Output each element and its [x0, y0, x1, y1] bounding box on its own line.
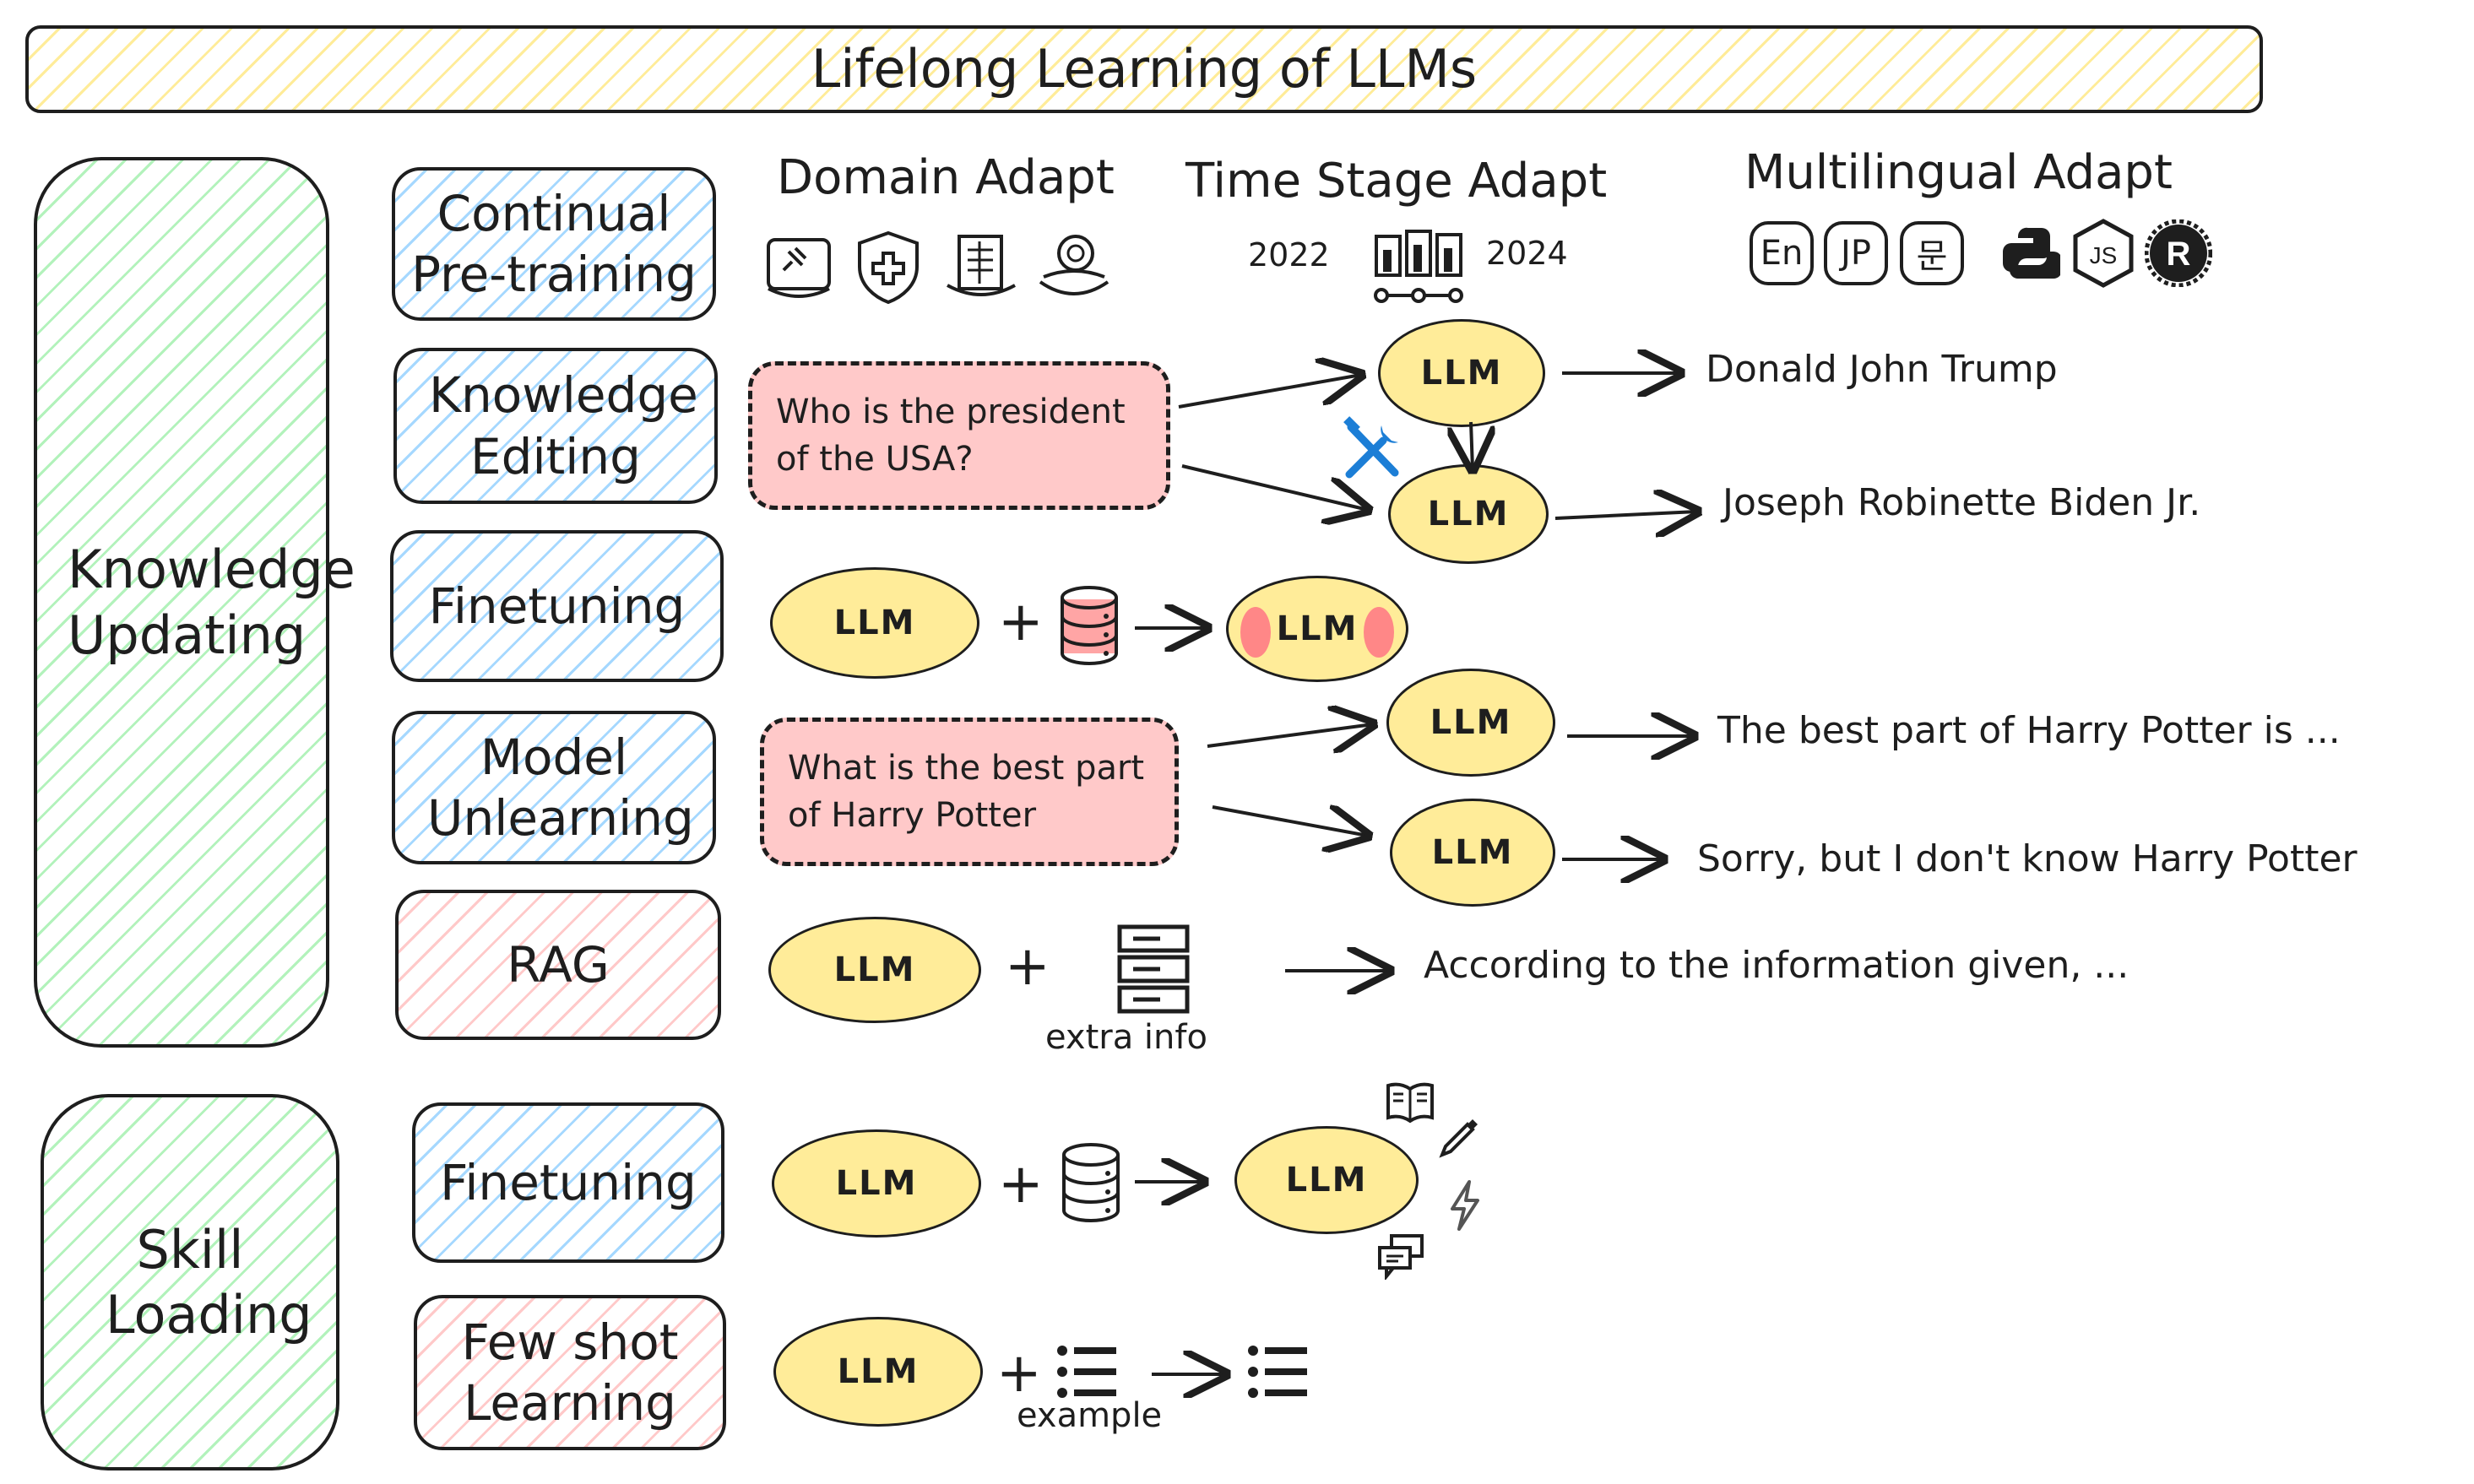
llm-editing-after: LLM: [1388, 464, 1549, 564]
database-icon: [1062, 1143, 1120, 1222]
chat-icon: [1378, 1234, 1424, 1280]
method-model-unlearning: Model Unlearning: [392, 711, 716, 864]
svg-text:JS: JS: [2090, 242, 2118, 268]
time-start-label: 2022: [1248, 236, 1330, 274]
llm-skill-base: LLM: [772, 1129, 981, 1238]
arrow-question-to-llm-old: [1178, 375, 1361, 409]
coin-stack-icon: [1039, 235, 1110, 295]
method-finetuning-knowledge: Finetuning: [390, 530, 724, 682]
header-time-stage-adapt: Time Stage Adapt: [1185, 154, 1608, 209]
category-skill-loading: Skill Loading: [41, 1094, 339, 1470]
paintbrush-icon: [1439, 1119, 1478, 1158]
database-icon: [1061, 586, 1118, 665]
rag-extra-info-label: extra info: [1045, 1018, 1207, 1057]
list-icon: [1248, 1346, 1307, 1398]
header-domain-adapt: Domain Adapt: [777, 150, 1115, 205]
wrench-screwdriver-icon: [1343, 416, 1399, 479]
llm-unlearning-before: LLM: [1386, 669, 1555, 777]
llm-rag: LLM: [768, 917, 981, 1023]
time-end-label: 2024: [1486, 235, 1568, 272]
plus-sign: +: [996, 1342, 1042, 1405]
header-multilingual-adapt: Multilingual Adapt: [1744, 145, 2173, 200]
arrow-llm-update: [1471, 421, 1473, 469]
unlearning-question-box: What is the best part of Harry Potter: [760, 718, 1179, 866]
llm-editing-before: LLM: [1378, 319, 1545, 427]
plus-sign: +: [998, 591, 1044, 653]
unlearning-answer-before: The best part of Harry Potter is ...: [1717, 709, 2341, 752]
medical-shield-icon: [858, 230, 919, 305]
llm-finetune-base: LLM: [770, 567, 979, 679]
lang-en-badge: En: [1750, 221, 1814, 285]
llm-skill-result: LLM: [1234, 1126, 1419, 1234]
arrow-question-to-llm-after: [1212, 807, 1368, 836]
unlearning-answer-after: Sorry, but I don't know Harry Potter: [1697, 837, 2357, 880]
rag-answer: According to the information given, ...: [1424, 944, 2129, 987]
python-icon: [2003, 227, 2060, 279]
editing-question-box: Who is the president of the USA?: [748, 361, 1170, 510]
llm-unlearning-after: LLM: [1390, 799, 1555, 907]
lightning-icon: [1451, 1180, 1479, 1231]
method-rag: RAG: [395, 890, 721, 1040]
category-knowledge-updating: Knowledge Updating: [34, 157, 355, 1048]
method-continual-pretraining: Continual Pre-training: [392, 167, 716, 321]
list-icon: [1057, 1346, 1116, 1398]
method-finetuning-skill: Finetuning: [412, 1102, 724, 1263]
lang-ko-badge: 문: [1900, 221, 1964, 285]
fewshot-example-label: example: [1017, 1396, 1163, 1435]
arrow-question-to-llm-before: [1207, 724, 1373, 746]
diagram-title: Lifelong Learning of LLMs: [811, 38, 1478, 100]
server-stack-icon: [1117, 924, 1190, 1014]
lang-jp-badge: JP: [1824, 221, 1888, 285]
rust-icon: R: [2145, 219, 2212, 287]
finance-document-icon: [947, 235, 1016, 296]
arrow-llm-new-to-answer: [1554, 512, 1697, 518]
editing-answer-new: Joseph Robinette Biden Jr.: [1723, 481, 2201, 524]
svg-text:R: R: [2167, 236, 2191, 273]
plus-sign: +: [998, 1153, 1044, 1216]
method-knowledge-editing: Knowledge Editing: [393, 348, 718, 504]
plus-sign: +: [1005, 935, 1050, 998]
law-book-icon: [767, 238, 831, 298]
llm-finetune-result: LLM: [1226, 576, 1408, 682]
nodejs-icon: JS: [2073, 219, 2134, 288]
method-few-shot-learning: Few shot Learning: [414, 1295, 726, 1450]
editing-answer-old: Donald John Trump: [1706, 348, 2058, 391]
llm-fewshot: LLM: [773, 1317, 983, 1427]
open-book-icon: [1386, 1082, 1434, 1124]
bar-chart-timeline-icon: [1374, 230, 1463, 303]
title-banner: Lifelong Learning of LLMs: [25, 25, 2263, 113]
